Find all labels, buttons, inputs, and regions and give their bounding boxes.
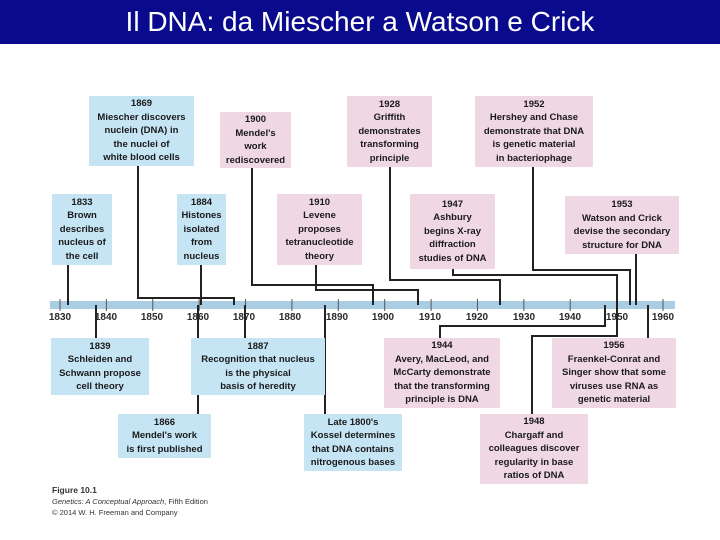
timeline-bar	[50, 301, 675, 309]
event-year: 1947	[441, 198, 464, 210]
axis-label-1960: 1960	[651, 312, 675, 323]
event-text: Griffith demonstrates transforming princ…	[358, 112, 421, 164]
connector-1900	[251, 167, 374, 305]
event-text: Histones isolated from nucleus	[181, 210, 222, 262]
book-title: Genetics: A Conceptual Approach	[52, 497, 165, 506]
event-year: 1833	[71, 196, 93, 208]
event-year: 1869	[130, 98, 153, 110]
event-text: Mendel's work is first published	[126, 430, 203, 455]
event-text: Hershey and Chase demonstrate that DNA i…	[483, 112, 585, 164]
event-text: Miescher discovers nuclein (DNA) in the …	[97, 111, 186, 164]
axis-label-1920: 1920	[465, 312, 489, 323]
connector-1944	[439, 305, 606, 340]
event-year: 1956	[603, 340, 625, 352]
event-year: 1953	[611, 199, 633, 210]
event-year: 1948	[523, 416, 545, 428]
book-edition: , Fifth Edition	[164, 497, 208, 506]
axis-label-1950: 1950	[605, 312, 629, 323]
event-text: Mendel's work rediscovered	[225, 127, 286, 166]
axis-label-1910: 1910	[418, 312, 442, 323]
event-year: 1928	[378, 98, 401, 110]
axis-label-1880: 1880	[278, 312, 302, 323]
connector-lines	[67, 165, 649, 415]
axis-label-1870: 1870	[232, 312, 256, 323]
axis-label-1830: 1830	[48, 312, 72, 323]
event-text: Schleiden and Schwann propose cell theor…	[59, 354, 141, 392]
event-text: Kossel determines that DNA contains nitr…	[310, 430, 396, 468]
event-year: 1900	[244, 114, 267, 125]
connector-1910	[315, 265, 419, 305]
event-year: 1884	[190, 196, 213, 208]
event-year: 1839	[89, 340, 111, 352]
figure-caption: Figure 10.1 Genetics: A Conceptual Appro…	[52, 485, 208, 518]
event-text: Fraenkel-Conrat and Singer show that som…	[562, 353, 666, 406]
copyright: © 2014 W. H. Freeman and Company	[52, 508, 178, 517]
axis-label-1840: 1840	[94, 312, 118, 323]
event-text: Avery, MacLeod, and McCarty demonstrate …	[393, 353, 491, 406]
event-year: 1910	[308, 196, 331, 208]
connector-1948	[531, 305, 618, 415]
event-text: Chargaff and colleagues discover regular…	[488, 429, 580, 482]
event-text: Levene proposes tetranucleotide theory	[285, 210, 354, 262]
figure-number: Figure 10.1	[52, 485, 97, 495]
axis-label-1890: 1890	[325, 312, 349, 323]
event-year: Late 1800's	[327, 416, 379, 428]
axis-label-1900: 1900	[371, 312, 395, 323]
slide-title: Il DNA: da Miescher a Watson e Crick	[0, 0, 720, 44]
axis-label-1850: 1850	[140, 312, 164, 323]
event-text: Brown describes nucleus of the cell	[58, 210, 106, 262]
event-text: Recognition that nucleus is the physical…	[201, 354, 315, 392]
event-text: Watson and Crick devise the secondary st…	[573, 212, 671, 251]
event-year: 1887	[247, 340, 269, 352]
axis-label-1860: 1860	[186, 312, 210, 323]
axis-label-1930: 1930	[512, 312, 536, 323]
axis-label-1940: 1940	[558, 312, 582, 323]
event-year: 1866	[153, 416, 176, 428]
event-year: 1944	[431, 340, 453, 352]
connector-1928	[389, 167, 501, 305]
connector-1952	[532, 166, 631, 305]
event-text: Ashbury begins X-ray diffraction studies…	[418, 212, 487, 264]
connector-1947	[452, 268, 618, 305]
event-year: 1952	[523, 98, 545, 110]
connector-1869	[137, 165, 235, 305]
